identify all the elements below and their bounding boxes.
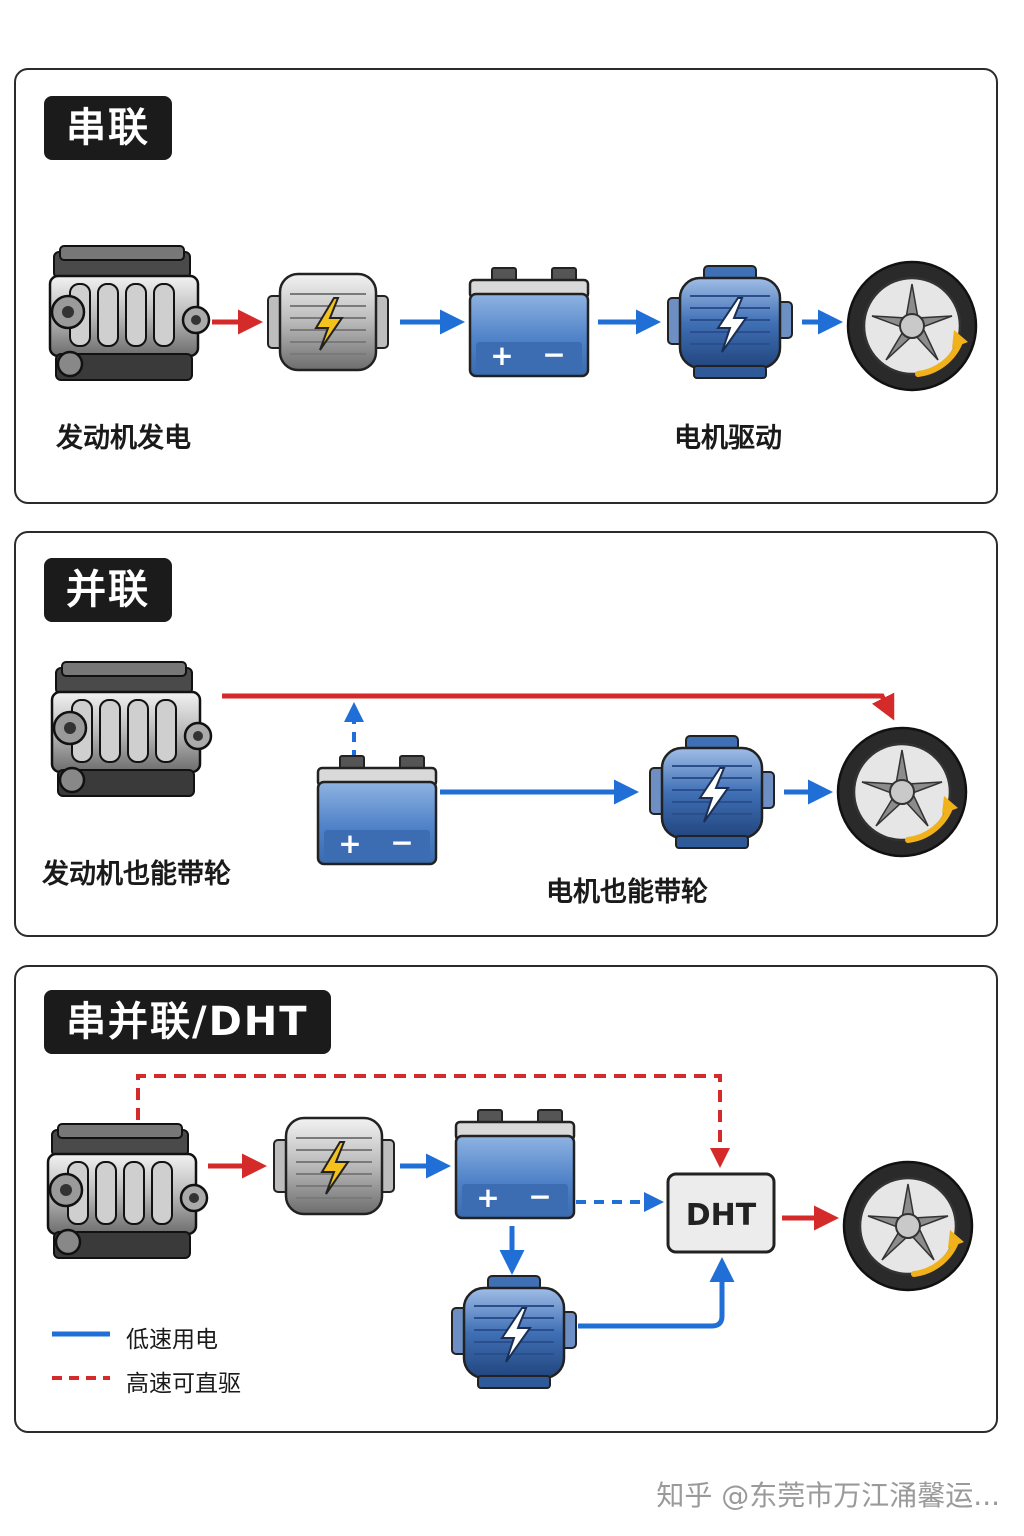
wheel-icon xyxy=(838,728,966,856)
dht-flow xyxy=(46,1074,972,1390)
wheel-icon xyxy=(844,1162,972,1290)
parallel-flow xyxy=(50,660,966,866)
caption-series-motor: 电机驱动 xyxy=(674,423,782,454)
arrow-motor-to-dht xyxy=(578,1257,735,1329)
caption-series-engine: 发动机发电 xyxy=(56,423,191,454)
dht-label: DHT xyxy=(686,1198,757,1233)
motor-icon xyxy=(666,264,794,380)
watermark: 知乎 @东莞市万江涌馨运... xyxy=(656,1479,1000,1512)
battery-icon xyxy=(454,1108,576,1220)
battery-icon xyxy=(316,754,438,866)
generator-icon xyxy=(266,272,390,372)
panel-title-parallel: 并联 xyxy=(44,558,172,622)
panel-title-dht: 串并联/DHT xyxy=(44,990,331,1054)
panel-title-series: 串联 xyxy=(44,96,172,160)
motor-icon xyxy=(450,1274,578,1390)
engine-icon xyxy=(48,244,211,382)
engine-icon xyxy=(46,1122,209,1260)
engine-icon xyxy=(50,660,213,798)
wheel-icon xyxy=(848,262,976,390)
arrow-engine-to-wheel xyxy=(222,692,895,721)
battery-icon xyxy=(468,266,590,378)
generator-icon xyxy=(272,1116,396,1216)
legend-solid-label: 低速用电 xyxy=(126,1327,218,1353)
arrow-engine-to-dht-dashed xyxy=(136,1074,730,1168)
series-flow xyxy=(48,244,976,390)
caption-parallel-motor: 电机也能带轮 xyxy=(546,877,708,908)
caption-parallel-engine: 发动机也能带轮 xyxy=(42,859,231,890)
dht-box xyxy=(666,1172,776,1254)
motor-icon xyxy=(648,734,776,850)
legend-dashed-label: 高速可直驱 xyxy=(126,1371,241,1397)
